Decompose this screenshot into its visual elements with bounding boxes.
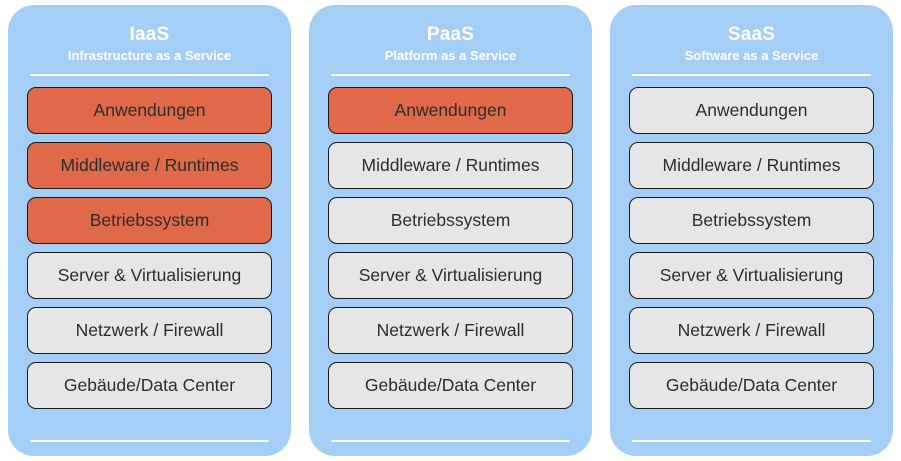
panel-title-paas: PaaS	[426, 24, 475, 45]
service-model-panel-paas[interactable]: PaaS Platform as a Service Anwendungen M…	[309, 5, 592, 456]
layer-box-betriebssystem[interactable]: Betriebssystem	[629, 197, 874, 244]
panel-header-saas: SaaS Software as a Service	[629, 5, 874, 69]
layer-stack-iaas: Anwendungen Middleware / Runtimes Betrie…	[27, 76, 272, 429]
layer-stack-paas: Anwendungen Middleware / Runtimes Betrie…	[328, 76, 573, 429]
panel-subtitle-saas: Software as a Service	[684, 48, 819, 63]
service-model-panels: IaaS Infrastructure as a Service Anwendu…	[0, 5, 901, 456]
layer-box-gebaeude-data-center[interactable]: Gebäude/Data Center	[27, 362, 272, 409]
header-divider-paas	[331, 74, 570, 76]
layer-box-middleware-runtimes[interactable]: Middleware / Runtimes	[27, 142, 272, 189]
panel-foot-paas	[328, 442, 573, 456]
panel-foot-iaas	[27, 442, 272, 456]
panel-header-iaas: IaaS Infrastructure as a Service	[27, 5, 272, 69]
layer-box-anwendungen[interactable]: Anwendungen	[629, 87, 874, 134]
layer-stack-saas: Anwendungen Middleware / Runtimes Betrie…	[629, 76, 874, 429]
layer-box-anwendungen[interactable]: Anwendungen	[328, 87, 573, 134]
header-divider-saas	[632, 74, 871, 76]
service-model-panel-saas[interactable]: SaaS Software as a Service Anwendungen M…	[610, 5, 893, 456]
layer-box-anwendungen[interactable]: Anwendungen	[27, 87, 272, 134]
panel-subtitle-paas: Platform as a Service	[384, 48, 517, 63]
layer-box-betriebssystem[interactable]: Betriebssystem	[27, 197, 272, 244]
layer-box-middleware-runtimes[interactable]: Middleware / Runtimes	[629, 142, 874, 189]
layer-box-gebaeude-data-center[interactable]: Gebäude/Data Center	[629, 362, 874, 409]
service-model-panel-iaas[interactable]: IaaS Infrastructure as a Service Anwendu…	[8, 5, 291, 456]
layer-box-netzwerk-firewall[interactable]: Netzwerk / Firewall	[629, 307, 874, 354]
panel-header-paas: PaaS Platform as a Service	[328, 5, 573, 69]
panel-subtitle-iaas: Infrastructure as a Service	[67, 48, 232, 63]
panel-title-iaas: IaaS	[129, 24, 170, 45]
panel-foot-saas	[629, 442, 874, 456]
footer-divider-iaas	[30, 440, 269, 442]
layer-box-server-virtualisierung[interactable]: Server & Virtualisierung	[629, 252, 874, 299]
layer-box-gebaeude-data-center[interactable]: Gebäude/Data Center	[328, 362, 573, 409]
layer-box-netzwerk-firewall[interactable]: Netzwerk / Firewall	[27, 307, 272, 354]
layer-box-middleware-runtimes[interactable]: Middleware / Runtimes	[328, 142, 573, 189]
layer-box-betriebssystem[interactable]: Betriebssystem	[328, 197, 573, 244]
layer-box-netzwerk-firewall[interactable]: Netzwerk / Firewall	[328, 307, 573, 354]
panel-title-saas: SaaS	[727, 24, 776, 45]
layer-box-server-virtualisierung[interactable]: Server & Virtualisierung	[328, 252, 573, 299]
header-divider-iaas	[30, 74, 269, 76]
footer-divider-saas	[632, 440, 871, 442]
footer-divider-paas	[331, 440, 570, 442]
layer-box-server-virtualisierung[interactable]: Server & Virtualisierung	[27, 252, 272, 299]
